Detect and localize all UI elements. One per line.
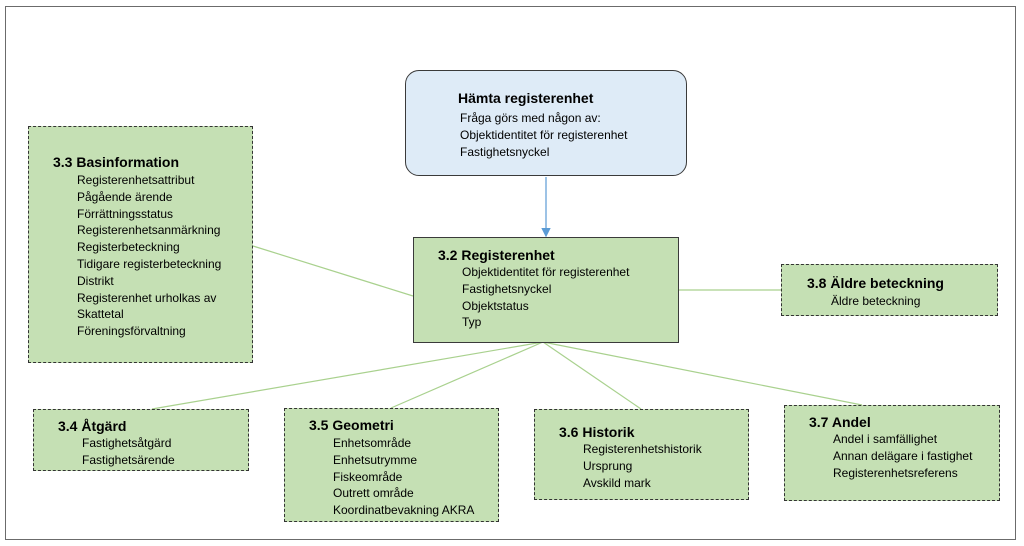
atgard-title: 3.4 Åtgärd — [58, 418, 127, 434]
list-item: Distrikt — [77, 273, 114, 288]
list-item: Pågående ärende — [77, 189, 173, 204]
list-item: Fiskeområde — [333, 469, 403, 484]
hamta-registerenhet-box: Hämta registerenhet Fråga görs med någon… — [405, 70, 687, 176]
andel-items: Andel i samfällighet Annan delägare i fa… — [833, 431, 972, 481]
geometri-items: Enhetsområde Enhetsutrymme Fiskeområde O… — [333, 435, 474, 519]
aldre-beteckning-items: Äldre beteckning — [831, 293, 920, 310]
connector-historik — [542, 341, 642, 410]
list-item: Registerenhetsanmärkning — [77, 223, 221, 238]
hamta-registerenhet-title: Hämta registerenhet — [458, 90, 594, 106]
andel-box: 3.7 Andel Andel i samfällighet Annan del… — [784, 405, 1000, 501]
historik-title: 3.6 Historik — [559, 424, 635, 440]
geometri-box: 3.5 Geometri Enhetsområde Enhetsutrymme … — [284, 408, 499, 522]
connector-geometri — [390, 341, 544, 409]
list-item: Avskild mark — [583, 475, 651, 490]
registerenhet-items: Objektidentitet för registerenhet Fastig… — [462, 264, 629, 331]
basinformation-box: 3.3 Basinformation Registerenhetsattribu… — [28, 126, 253, 363]
list-item: Fastighetsnyckel — [462, 281, 552, 296]
aldre-beteckning-box: 3.8 Äldre beteckning Äldre beteckning — [781, 264, 998, 316]
list-item: Äldre beteckning — [831, 294, 921, 308]
list-item: Objektstatus — [462, 298, 529, 313]
list-item: Enhetsutrymme — [333, 452, 418, 467]
basinformation-items: Registerenhetsattribut Pågående ärende F… — [77, 172, 221, 340]
list-item: Fråga görs med någon av: — [460, 111, 601, 125]
list-item: Skattetal — [77, 307, 124, 322]
atgard-box: 3.4 Åtgärd Fastighetsåtgärd Fastighetsär… — [33, 409, 249, 471]
atgard-items: Fastighetsåtgärd Fastighetsärende — [82, 435, 175, 469]
list-item: Enhetsområde — [333, 436, 412, 450]
basinformation-title: 3.3 Basinformation — [53, 154, 180, 170]
list-item: Registerenhetsreferens — [833, 465, 958, 480]
list-item: Fastighetsåtgärd — [82, 436, 172, 450]
list-item: Fastighetsnyckel — [460, 144, 550, 159]
list-item: Registerenhet urholkas av — [77, 290, 217, 305]
connector-atgard — [151, 341, 544, 410]
connector-andel — [542, 341, 863, 406]
list-item: Typ — [462, 315, 482, 330]
aldre-beteckning-title: 3.8 Äldre beteckning — [807, 275, 944, 291]
list-item: Registerenhetshistorik — [583, 442, 702, 456]
list-item: Annan delägare i fastighet — [833, 448, 973, 463]
geometri-title: 3.5 Geometri — [309, 417, 394, 433]
list-item: Föreningsförvaltning — [77, 324, 186, 339]
list-item: Andel i samfällighet — [833, 432, 938, 446]
list-item: Tidigare registerbeteckning — [77, 256, 222, 271]
list-item: Ursprung — [583, 458, 633, 473]
list-item: Registerbeteckning — [77, 240, 180, 255]
registerenhet-title: 3.2 Registerenhet — [438, 247, 555, 263]
list-item: Fastighetsärende — [82, 452, 175, 467]
list-item: Outrett område — [333, 486, 414, 501]
list-item: Registerenhetsattribut — [77, 173, 195, 187]
hamta-registerenhet-items: Fråga görs med någon av: Objektidentitet… — [460, 110, 627, 160]
historik-items: Registerenhetshistorik Ursprung Avskild … — [583, 441, 702, 491]
list-item: Förrättningsstatus — [77, 206, 174, 221]
list-item: Koordinatbevakning AKRA — [333, 503, 475, 518]
connector-basinformation — [252, 245, 414, 297]
list-item: Objektidentitet för registerenhet — [462, 265, 630, 279]
andel-title: 3.7 Andel — [809, 414, 871, 430]
historik-box: 3.6 Historik Registerenhetshistorik Ursp… — [534, 409, 749, 500]
diagram-frame — [5, 6, 1016, 540]
list-item: Objektidentitet för registerenhet — [460, 127, 628, 142]
registerenhet-box: 3.2 Registerenhet Objektidentitet för re… — [413, 237, 679, 343]
